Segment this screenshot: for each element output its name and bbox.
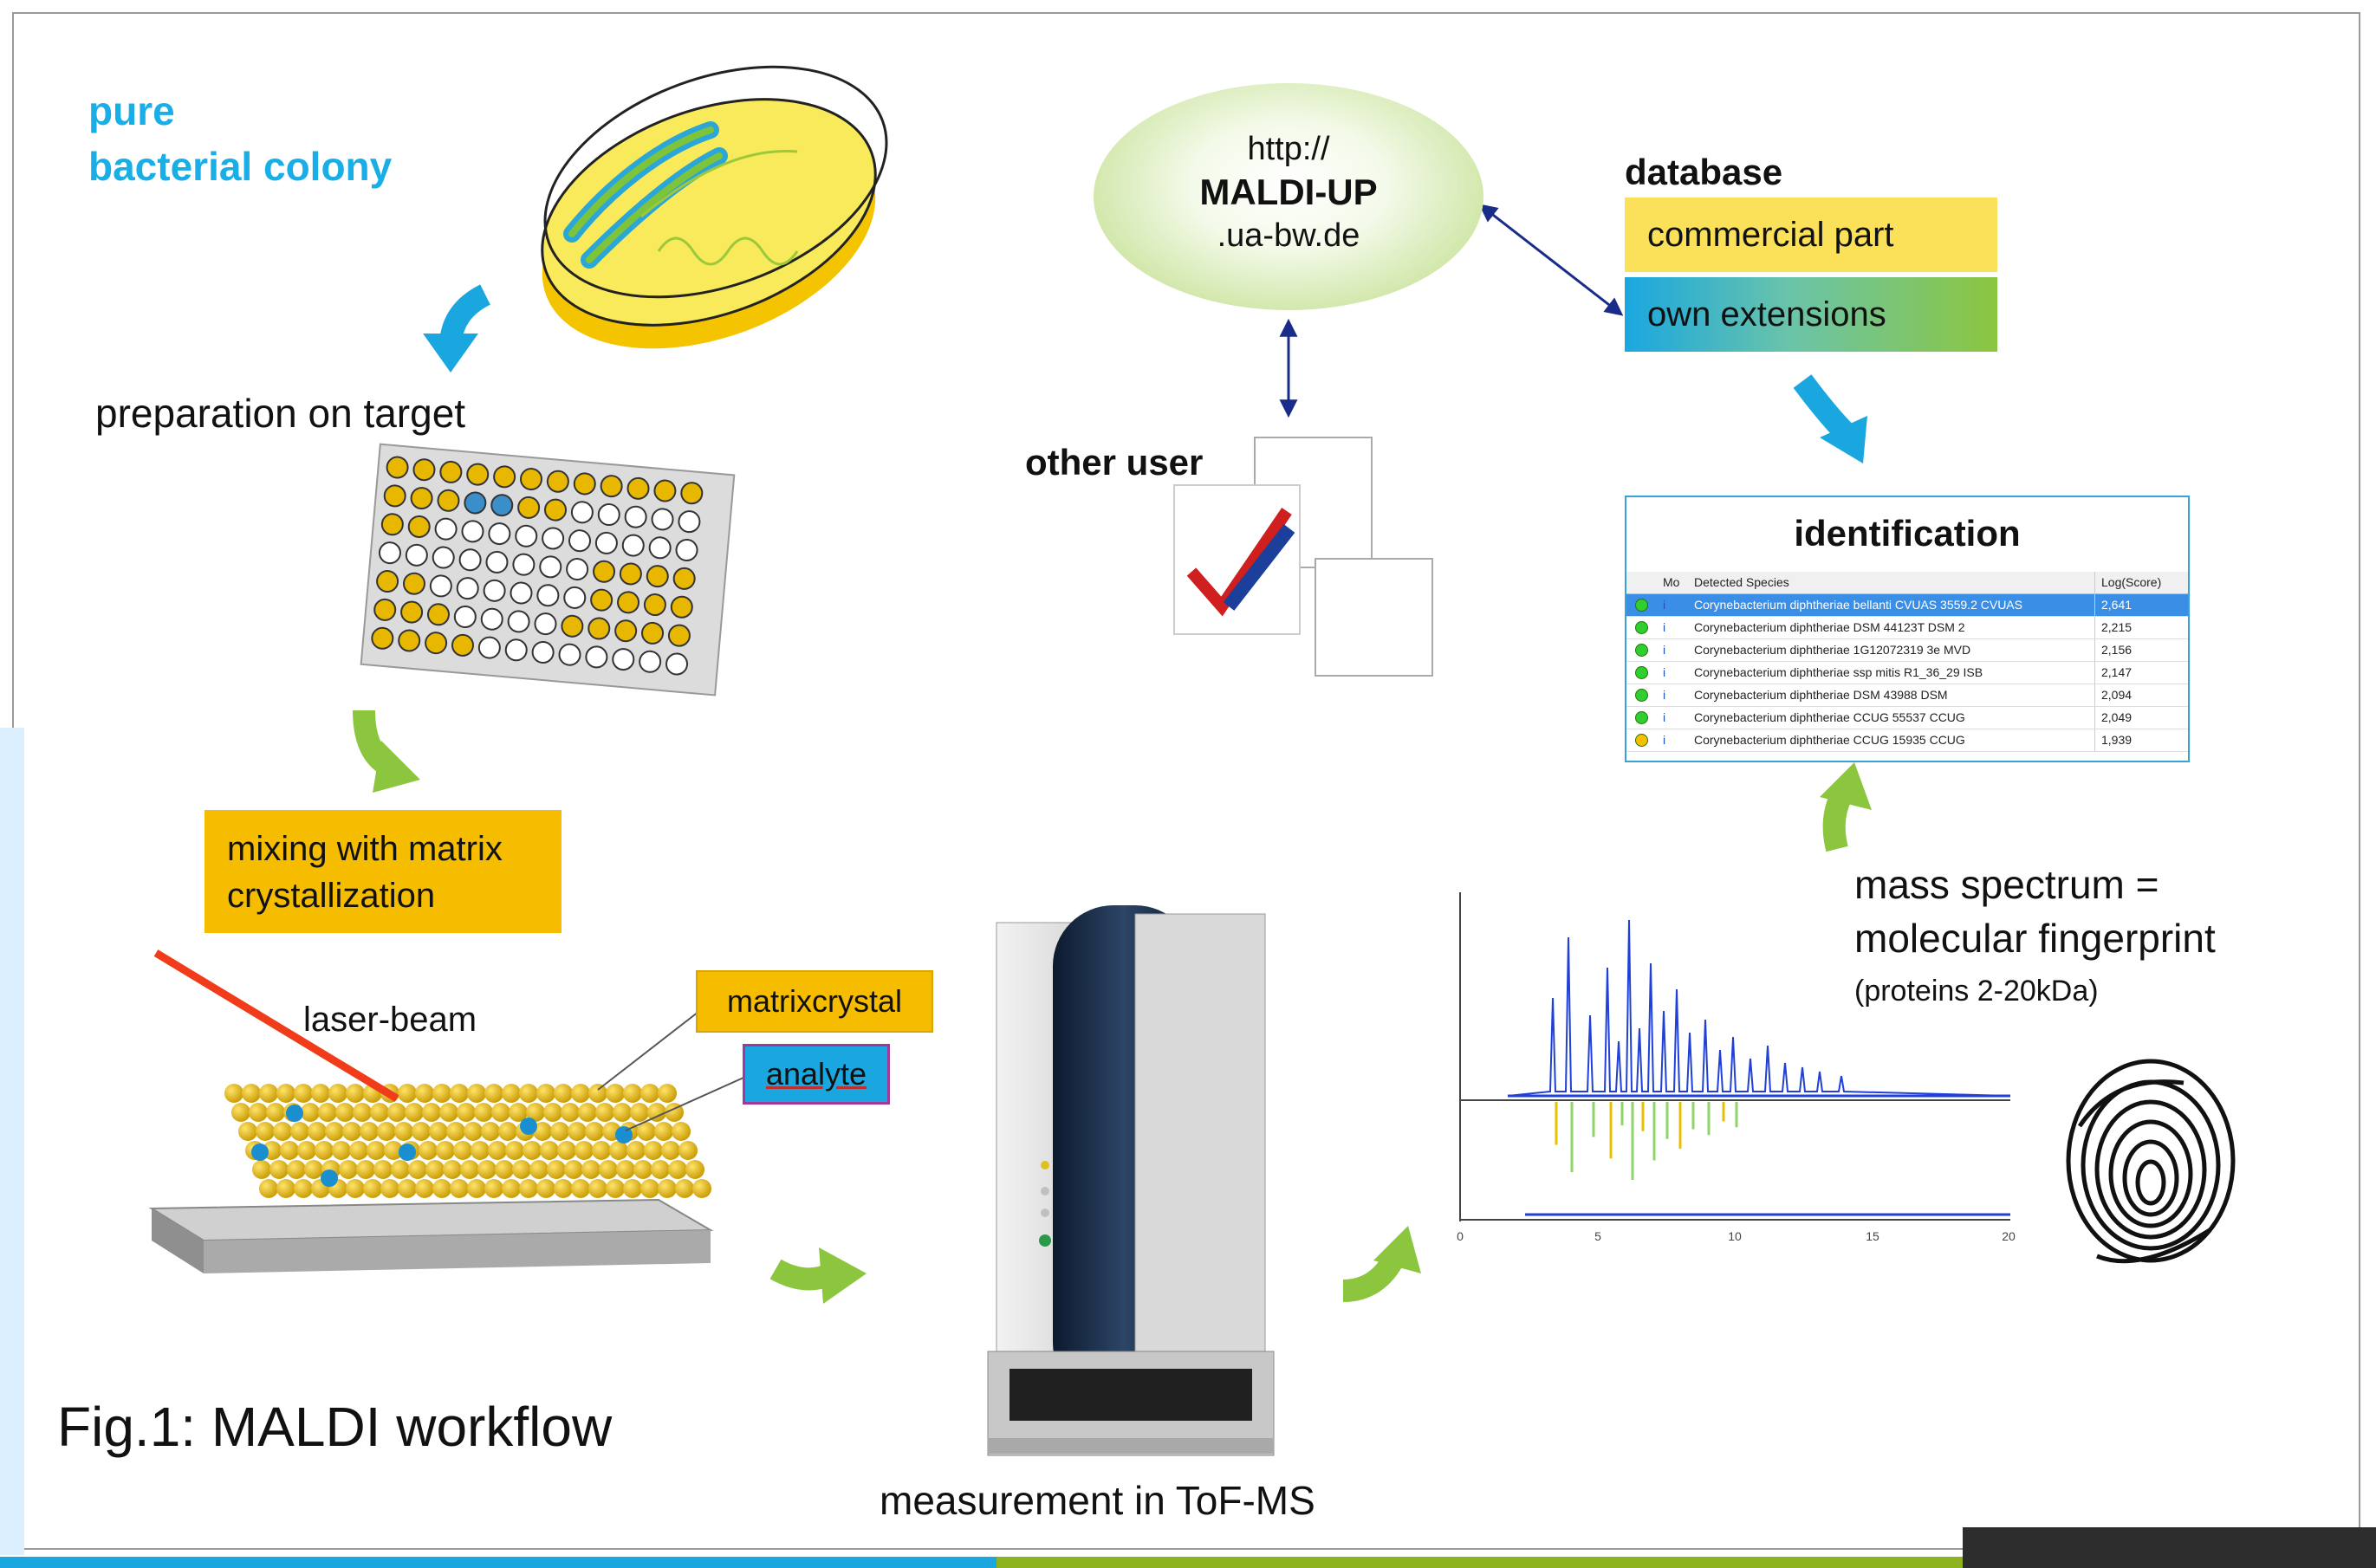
identification-row[interactable]: i Corynebacterium diphtheriae 1G12072319 … — [1626, 639, 2188, 662]
identification-title: identification — [1794, 513, 2021, 554]
mixing-line2: crystallization — [227, 877, 436, 915]
other-user-icon — [1173, 437, 1433, 677]
status-dot-icon — [1635, 599, 1648, 612]
database-title: database — [1625, 152, 1783, 192]
server-url-bubble: http:// MALDI-UP .ua-bw.de — [1094, 83, 1483, 310]
server-database-connector — [1478, 204, 1624, 316]
info-icon: i — [1663, 643, 1666, 657]
mass-spectrum-title-line1: mass spectrum = — [1854, 862, 2159, 907]
status-dot-icon — [1635, 666, 1648, 679]
identification-table-header: Mo Detected Species Log(Score) — [1626, 572, 2188, 594]
row-score: 2,156 — [2101, 643, 2133, 657]
header-score: Log(Score) — [2101, 575, 2162, 589]
laser-beam-label: laser-beam — [303, 1001, 477, 1039]
info-icon: i — [1663, 710, 1666, 724]
row-species: Corynebacterium diphtheriae CCUG 15935 C… — [1694, 733, 1965, 747]
matrixcrystal-label: matrixcrystal — [696, 970, 933, 1033]
status-dot-icon — [1635, 689, 1648, 702]
row-score: 2,215 — [2101, 620, 2133, 634]
bottom-bar-dark — [1963, 1527, 2376, 1568]
arrow-colony-to-target-icon — [423, 284, 491, 373]
spectrum-tick-10: 10 — [1728, 1229, 1742, 1243]
analyte-label: analyte — [743, 1044, 890, 1105]
identification-row[interactable]: i Corynebacterium diphtheriae bellanti CV… — [1626, 594, 2188, 617]
tof-ms-instrument-icon — [987, 905, 1275, 1456]
mixing-box: mixing with matrix crystallization — [204, 810, 562, 933]
analyte-pointer — [625, 1077, 744, 1131]
laser-beam-line — [153, 949, 399, 1102]
figure-caption: Fig.1: MALDI workflow — [57, 1396, 613, 1458]
arrow-database-to-identification-icon — [1793, 374, 1867, 463]
row-species: Corynebacterium diphtheriae DSM 44123T D… — [1694, 620, 1965, 634]
bottom-bar-blue — [0, 1557, 996, 1568]
spectrum-tick-15: 15 — [1866, 1229, 1879, 1243]
mass-spectrum-chart: 0 5 10 15 20 — [1457, 892, 2016, 1243]
info-icon: i — [1663, 688, 1666, 702]
colony-label-line2: bacterial colony — [88, 144, 393, 189]
petri-dish-icon — [541, 65, 888, 349]
mixing-line1: mixing with matrix — [227, 830, 503, 868]
row-species: Corynebacterium diphtheriae DSM 43988 DS… — [1694, 688, 1948, 702]
mass-spectrum-title: mass spectrum = molecular fingerprint — [1854, 858, 2216, 965]
identification-row[interactable]: i Corynebacterium diphtheriae DSM 43988 D… — [1626, 684, 2188, 707]
info-icon: i — [1663, 620, 1666, 634]
target-plate-icon — [360, 443, 736, 697]
crystal-scene-icon — [148, 949, 744, 1273]
status-dot-icon — [1635, 734, 1648, 747]
row-species: Corynebacterium diphtheriae bellanti CVU… — [1694, 598, 2022, 612]
identification-row[interactable]: i Corynebacterium diphtheriae DSM 44123T … — [1626, 617, 2188, 639]
arrow-crystal-to-ms-icon — [769, 1247, 867, 1304]
mass-spectrum-title-line2: molecular fingerprint — [1854, 916, 2216, 961]
database-commercial-part: commercial part — [1625, 198, 1997, 272]
spectrum-tick-20: 20 — [2002, 1229, 2016, 1243]
matrixcrystal-pointer — [597, 1011, 699, 1091]
arrow-target-to-mixing-icon — [353, 709, 420, 793]
info-icon: i — [1663, 665, 1666, 679]
header-species: Detected Species — [1694, 575, 1789, 589]
info-icon: i — [1663, 598, 1666, 612]
spectrum-tick-5: 5 — [1594, 1229, 1601, 1243]
status-dot-icon — [1635, 621, 1648, 634]
row-score: 2,094 — [2101, 688, 2133, 702]
row-score: 2,641 — [2101, 598, 2133, 612]
colony-label-line1: pure — [88, 88, 175, 133]
row-score: 2,049 — [2101, 710, 2133, 724]
row-score: 2,147 — [2101, 665, 2133, 679]
database-own-extensions: own extensions — [1625, 277, 1997, 352]
identification-row[interactable]: i Corynebacterium diphtheriae CCUG 55537 … — [1626, 707, 2188, 729]
row-species: Corynebacterium diphtheriae 1G12072319 3… — [1694, 643, 1971, 657]
preparation-label: preparation on target — [95, 391, 466, 436]
arrow-spectrum-to-identification-icon — [1820, 762, 1872, 852]
mass-spectrum-subtitle: (proteins 2-20kDa) — [1854, 975, 2099, 1008]
row-species: Corynebacterium diphtheriae CCUG 55537 C… — [1694, 710, 1965, 724]
bottom-bar-green — [996, 1557, 1963, 1568]
measurement-label: measurement in ToF-MS — [880, 1478, 1315, 1523]
row-score: 1,939 — [2101, 733, 2133, 747]
fingerprint-icon — [2066, 1059, 2236, 1264]
row-species: Corynebacterium diphtheriae ssp mitis R1… — [1694, 665, 1983, 679]
colony-label: pure bacterial colony — [88, 83, 504, 194]
identification-row[interactable]: i Corynebacterium diphtheriae CCUG 15935 … — [1626, 729, 2188, 752]
status-dot-icon — [1635, 644, 1648, 657]
server-url-line3: .ua-bw.de — [1217, 217, 1360, 254]
header-mo: Mo — [1663, 575, 1680, 589]
spectrum-tick-0: 0 — [1457, 1229, 1464, 1243]
other-user-label: other user — [1025, 442, 1204, 483]
server-url-line1: http:// — [1247, 131, 1330, 167]
status-dot-icon — [1635, 711, 1648, 724]
identification-panel: identification Mo Detected Species Log(S… — [1625, 496, 2190, 762]
left-accent-band — [0, 728, 24, 1555]
info-icon: i — [1663, 733, 1666, 747]
identification-row[interactable]: i Corynebacterium diphtheriae ssp mitis R… — [1626, 662, 2188, 684]
server-url-line2: MALDI-UP — [1199, 172, 1378, 212]
arrow-ms-to-spectrum-icon — [1342, 1226, 1421, 1302]
